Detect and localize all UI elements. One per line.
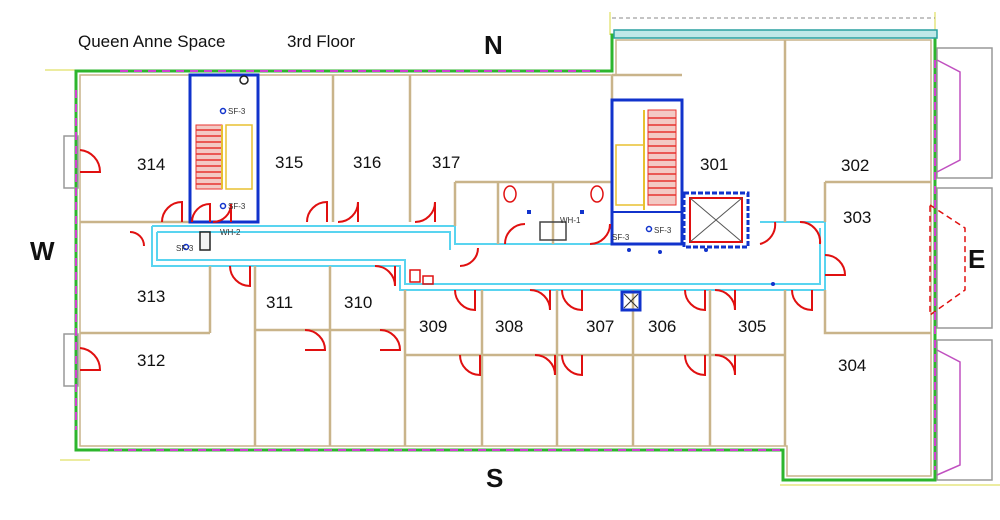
east-bays <box>929 47 993 481</box>
room-labels: 314 315 316 317 301 302 303 313 311 310 … <box>137 153 871 375</box>
equipment-label: SF-3 <box>612 233 630 242</box>
room-label: 315 <box>275 153 303 172</box>
water-heater-icon <box>199 231 211 251</box>
restroom-fixtures <box>409 185 604 285</box>
doors <box>79 149 847 377</box>
compass-west: W <box>30 236 55 266</box>
west-stair <box>188 73 260 224</box>
room-label: 304 <box>838 356 866 375</box>
equipment-tags: SF-3 SF-3 SF-3 SF-3 WH-2 WH-1 SF-3 <box>176 107 775 286</box>
room-label: 306 <box>648 317 676 336</box>
compass-north: N <box>484 30 503 60</box>
room-label: 301 <box>700 155 728 174</box>
equipment-label: SF-3 <box>228 202 246 211</box>
west-bays <box>63 135 79 387</box>
room-label: 302 <box>841 156 869 175</box>
equipment-label: WH-1 <box>560 216 581 225</box>
central-stair <box>610 98 684 246</box>
room-label: 310 <box>344 293 372 312</box>
elevator <box>620 191 750 312</box>
room-label: 307 <box>586 317 614 336</box>
equipment-label: SF-3 <box>176 244 194 253</box>
corridor <box>151 221 826 291</box>
interior-walls <box>80 40 931 446</box>
room-label: 314 <box>137 155 165 174</box>
room-label: 317 <box>432 153 460 172</box>
room-label: 303 <box>843 208 871 227</box>
room-label: 312 <box>137 351 165 370</box>
room-label: 311 <box>266 293 293 312</box>
equipment-label: SF-3 <box>654 226 672 235</box>
compass-south: S <box>486 463 504 493</box>
building-name: Queen Anne Space <box>78 32 226 51</box>
equipment-label: WH-2 <box>220 228 241 237</box>
compass-east: E <box>968 244 986 274</box>
room-label: 308 <box>495 317 523 336</box>
windows <box>75 60 936 470</box>
room-label: 313 <box>137 287 165 306</box>
room-label: 316 <box>353 153 381 172</box>
room-label: 305 <box>738 317 766 336</box>
floor-label: 3rd Floor <box>287 32 356 51</box>
room-label: 309 <box>419 317 447 336</box>
equipment-label: SF-3 <box>228 107 246 116</box>
